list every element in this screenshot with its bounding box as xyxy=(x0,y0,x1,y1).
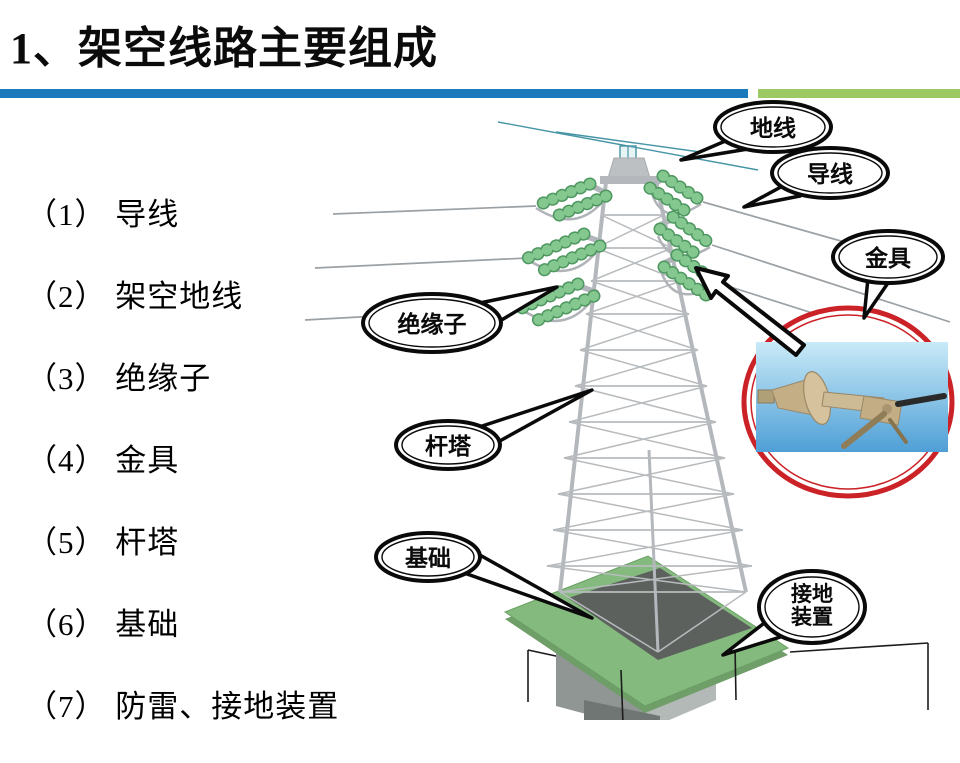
callout-tower: 杆塔 xyxy=(394,388,594,471)
foundation-block xyxy=(556,645,716,720)
fitting-arrow xyxy=(694,266,806,357)
list-item-lightning-grounding: （7） 防雷、接地装置 xyxy=(26,689,340,724)
list-item-insulator: （3） 绝缘子 xyxy=(26,361,212,396)
grounding-frame-back xyxy=(527,642,929,671)
lattice-tower xyxy=(521,157,753,653)
list-item-conductor: （1） 导线 xyxy=(26,197,180,232)
callout-tower-label: 杆塔 xyxy=(425,433,472,459)
callout-foundation-label: 基础 xyxy=(405,545,451,571)
callout-fitting: 金具 xyxy=(831,229,945,320)
insulator-strings xyxy=(515,169,725,327)
page-title: 1、架空线路主要组成 xyxy=(10,24,438,73)
conductor-lines xyxy=(304,201,951,357)
list-item-foundation: （6） 基础 xyxy=(26,607,180,642)
fitting-inset xyxy=(741,305,955,499)
divider-bar-green xyxy=(758,89,960,98)
component-list: （1） 导线 （2） 架空地线 （3） 绝缘子 （4） 金具 （5） 杆塔 （6… xyxy=(26,189,339,763)
base-platform xyxy=(503,555,790,713)
ground-wire-lines xyxy=(497,121,759,181)
callout-grounding-device-label-2: 装置 xyxy=(791,606,833,629)
slide: { "slide": { "title": "1、架空线路主要组成", "div… xyxy=(0,24,960,724)
callout-ground-wire: 地线 xyxy=(679,100,833,162)
callout-conductor-label: 导线 xyxy=(807,161,853,187)
callout-conductor: 导线 xyxy=(742,146,890,209)
callout-grounding-device: 接地 装置 xyxy=(721,569,867,657)
callout-grounding-device-label-1: 接地 xyxy=(791,582,833,606)
list-item-tower: （5） 杆塔 xyxy=(26,525,180,560)
list-item-fitting: （4） 金具 xyxy=(26,443,180,478)
fitting-photo xyxy=(756,342,948,452)
callout-insulator: 绝缘子 xyxy=(361,285,559,354)
callout-ground-wire-label: 地线 xyxy=(750,115,796,141)
divider-bar-blue xyxy=(0,89,748,98)
callout-fitting-label: 金具 xyxy=(864,245,911,271)
callout-foundation: 基础 xyxy=(374,531,594,620)
list-item-ground-wire: （2） 架空地线 xyxy=(26,279,244,314)
callout-insulator-label: 绝缘子 xyxy=(398,311,467,337)
grounding-frame-legs xyxy=(527,643,929,720)
